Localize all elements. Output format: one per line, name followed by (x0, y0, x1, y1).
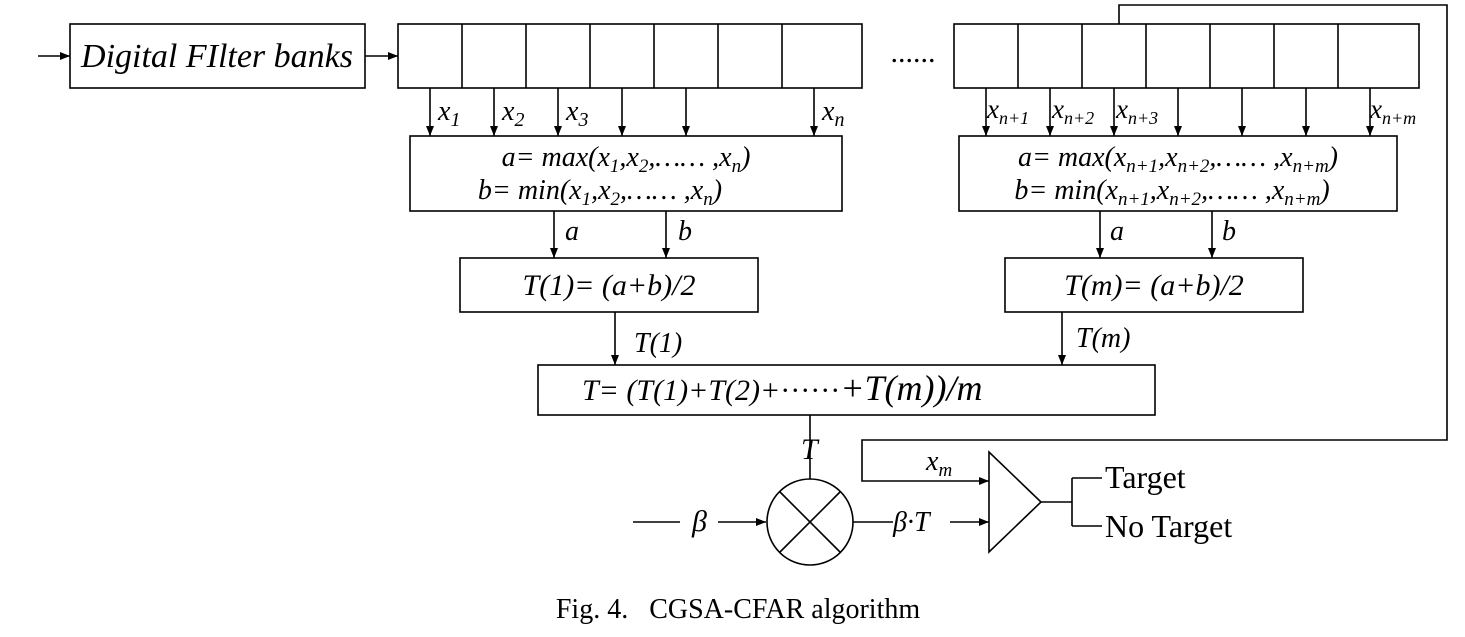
xm-feedback-path (861, 4, 1448, 485)
cell-array-left (397, 23, 863, 89)
t1-label: T(1) (634, 328, 682, 359)
max-formula-right: a= max(xn+1,xn+2,…… ,xn+m) (1018, 142, 1338, 177)
beta-label: β (691, 505, 707, 538)
tap-label: xn+3 (1115, 94, 1158, 128)
tap-label: xn+1 (986, 94, 1029, 128)
multiplier-icon (766, 478, 854, 566)
threshold-block-left: T(1)= (a+b)/2 (459, 257, 759, 313)
average-formula: T= (T(1)+T(2)+······+T(m))/m (582, 368, 982, 408)
b-label-right: b (1222, 216, 1236, 247)
xm-label: xm (925, 446, 952, 481)
minmax-block-left: a= max(x1,x2,…… ,xn) b= min(x1,x2,…… ,xn… (409, 135, 843, 212)
b-label-left: b (678, 216, 692, 247)
tm-label: T(m) (1076, 323, 1130, 354)
tap-labels-right: xn+1 xn+2 xn+3 xn+m (986, 94, 1416, 128)
tap-label: x3 (565, 96, 588, 131)
digital-filter-banks-block: Digital FIlter banks (69, 23, 366, 89)
beta-t-label: β·T (892, 507, 932, 538)
t-label: T (801, 433, 820, 466)
tap-label: xn (821, 96, 844, 131)
ellipsis: ...... (891, 36, 936, 69)
threshold-left-formula: T(1)= (a+b)/2 (523, 269, 696, 302)
cell-array-right (953, 23, 1420, 89)
a-label-right: a (1110, 216, 1124, 247)
tap-label: xn+m (1369, 94, 1416, 128)
tap-arrows-right (982, 88, 1374, 136)
figure-caption: Fig. 4. CGSA-CFAR algorithm (556, 594, 921, 625)
threshold-block-right: T(m)= (a+b)/2 (1004, 257, 1304, 313)
average-block: T= (T(1)+T(2)+······+T(m))/m (537, 364, 1156, 416)
a-label-left: a (565, 216, 579, 247)
output-branch (1041, 477, 1102, 527)
threshold-right-formula: T(m)= (a+b)/2 (1064, 269, 1244, 302)
tap-arrows-left (426, 88, 818, 136)
tap-label: x2 (501, 96, 524, 131)
min-formula-left: b= min(x1,x2,…… ,xn) (478, 175, 722, 210)
tap-labels-left: x1 x2 x3 xn (437, 96, 844, 131)
target-output-label: Target (1105, 459, 1186, 495)
filter-banks-label: Digital FIlter banks (80, 38, 353, 75)
min-formula-right: b= min(xn+1,xn+2,…… ,xn+m) (1014, 175, 1329, 210)
tap-label: xn+2 (1051, 94, 1094, 128)
comparator-icon (988, 450, 1043, 554)
no-target-output-label: No Target (1105, 508, 1232, 544)
max-formula-left: a= max(x1,x2,…… ,xn) (502, 142, 751, 177)
minmax-block-right: a= max(xn+1,xn+2,…… ,xn+m) b= min(xn+1,x… (958, 135, 1398, 212)
tap-label: x1 (437, 96, 460, 131)
